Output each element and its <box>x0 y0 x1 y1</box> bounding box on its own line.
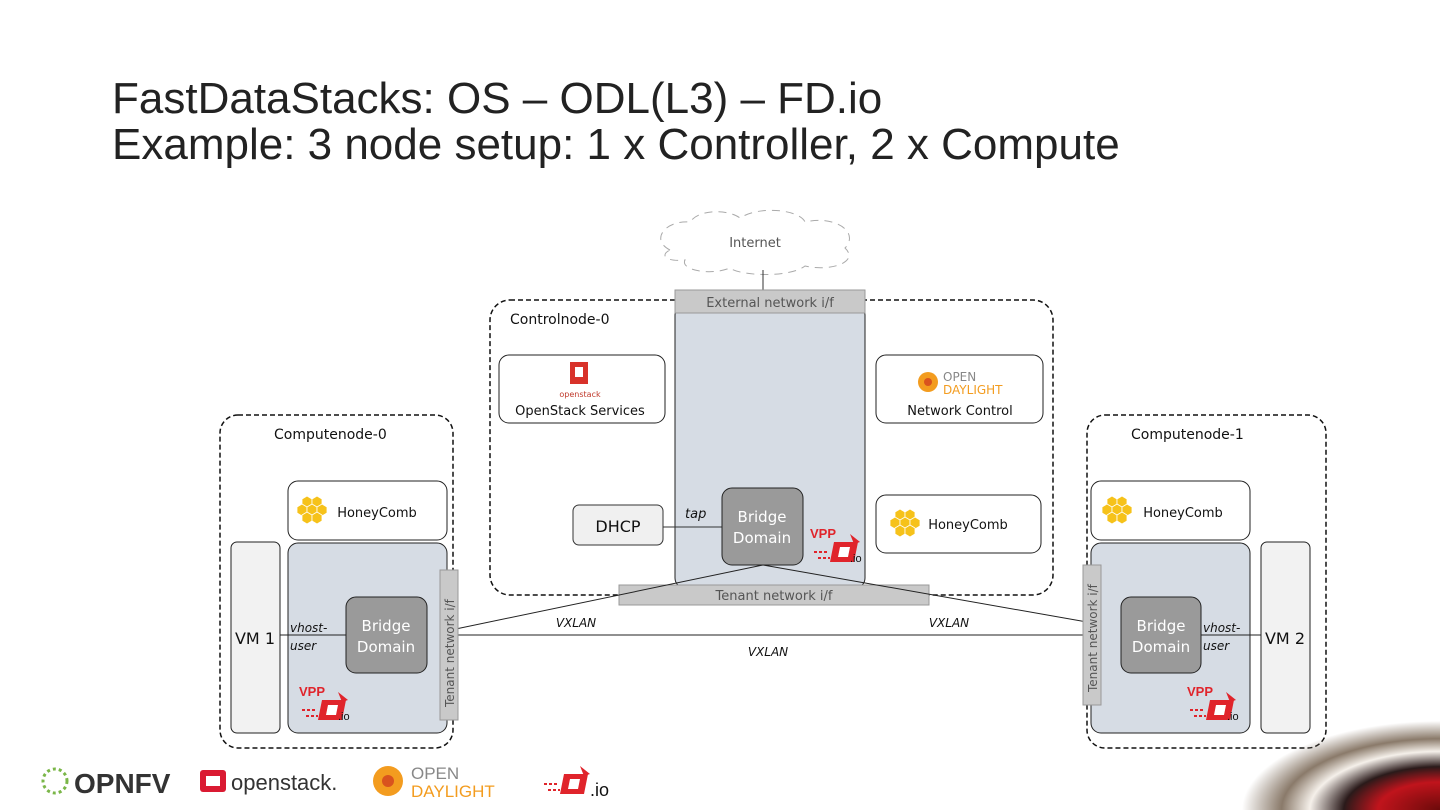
openstack-footer-logo: openstack. <box>200 770 337 795</box>
odl-logo-text-open: OPEN <box>943 370 976 384</box>
fdio-footer-logo: .io <box>543 765 609 800</box>
vhost-user-label-2: user <box>290 639 317 653</box>
honeycomb-label: HoneyComb <box>337 506 417 521</box>
openstack-services-box: openstack OpenStack Services <box>498 354 666 424</box>
vpp-logo-icon: VPP .io <box>1187 684 1239 723</box>
tenant-if-label: Tenant network i/f <box>443 598 457 708</box>
network-control-label: Network Control <box>907 404 1012 419</box>
vxlan-label-right: VXLAN <box>929 616 969 630</box>
vxlan-link-left <box>426 564 764 636</box>
svg-text:VPP: VPP <box>1187 684 1213 699</box>
svg-text:VPP: VPP <box>299 684 325 699</box>
external-network-if <box>674 289 866 314</box>
vhost-user-label-2: user <box>1203 639 1230 653</box>
svg-text:OPEN: OPEN <box>411 764 459 783</box>
network-control-box: OPEN DAYLIGHT Network Control <box>875 354 1044 424</box>
svg-text:.io: .io <box>590 780 609 800</box>
internet-label: Internet <box>729 236 781 251</box>
computenode-0-bridge-domain <box>345 596 428 674</box>
computenode-0-container <box>219 414 454 749</box>
controlnode-bridge-domain <box>721 487 804 566</box>
svg-text:.io: .io <box>1227 711 1239 723</box>
svg-text:OPNFV: OPNFV <box>74 768 171 799</box>
opendaylight-footer-logo: OPEN DAYLIGHT <box>373 764 495 801</box>
decorative-swoosh <box>1240 720 1440 810</box>
vm-1-label: VM 1 <box>235 629 275 648</box>
controlnode-honeycomb-box: HoneyComb <box>875 494 1042 554</box>
domain-label: Domain <box>1132 638 1190 656</box>
computenode-1-honeycomb-box <box>1090 480 1251 541</box>
slide-title: FastDataStacks: OS – ODL(L3) – FD.io Exa… <box>112 76 1120 168</box>
vpp-logo-icon: VPP .io <box>299 684 350 723</box>
tenant-if-label: Tenant network i/f <box>1086 583 1100 693</box>
vpp-logo-icon: VPP .io <box>810 526 862 565</box>
svg-text:DAYLIGHT: DAYLIGHT <box>411 782 495 801</box>
bridge-label: Bridge <box>362 617 411 635</box>
vxlan-label-left: VXLAN <box>556 616 596 630</box>
vm-1-box <box>230 541 281 734</box>
openstack-services-label: OpenStack Services <box>515 404 645 419</box>
computenode-1-title: Computenode-1 <box>1131 427 1244 443</box>
odl-logo-text-daylight: DAYLIGHT <box>943 383 1003 397</box>
external-network-if-label: External network i/f <box>706 296 834 311</box>
title-line-2: Example: 3 node setup: 1 x Controller, 2… <box>112 120 1120 169</box>
tenant-network-if-label: Tenant network i/f <box>715 589 833 604</box>
openstack-logo-text: openstack <box>559 390 601 399</box>
vhost-user-label: vhost- <box>290 621 327 635</box>
honeycomb-label: HoneyComb <box>1143 506 1223 521</box>
bridge-label: Bridge <box>738 508 787 526</box>
vxlan-label-center: VXLAN <box>748 645 788 659</box>
opnfv-logo: OPNFV <box>41 767 171 799</box>
computenode-1-container <box>1086 414 1327 749</box>
computenode-0-tenant-if <box>439 569 459 721</box>
domain-label: Domain <box>357 638 415 656</box>
honeycomb-label: HoneyComb <box>928 518 1008 533</box>
svg-text:VPP: VPP <box>810 526 836 541</box>
dhcp-box <box>572 504 664 546</box>
svg-text:.io: .io <box>338 711 350 723</box>
computenode-0-honeycomb-box <box>287 480 448 541</box>
tap-label: tap <box>685 507 706 522</box>
dhcp-label: DHCP <box>595 517 641 536</box>
controlnode-title: Controlnode-0 <box>510 312 610 328</box>
controlnode-container <box>489 299 1054 596</box>
computenode-0-title: Computenode-0 <box>274 427 387 443</box>
vm-2-label: VM 2 <box>1265 629 1305 648</box>
internet-cloud: Internet <box>660 209 850 275</box>
bridge-label: Bridge <box>1137 617 1186 635</box>
domain-label: Domain <box>733 529 791 547</box>
svg-text:openstack.: openstack. <box>231 770 337 795</box>
vhost-user-label: vhost- <box>1203 621 1240 635</box>
title-line-1: FastDataStacks: OS – ODL(L3) – FD.io <box>112 74 883 123</box>
computenode-1-bridge-domain <box>1120 596 1202 674</box>
computenode-1-tenant-if <box>1082 564 1102 706</box>
vxlan-link-right <box>762 564 1122 629</box>
svg-text:.io: .io <box>850 553 862 565</box>
